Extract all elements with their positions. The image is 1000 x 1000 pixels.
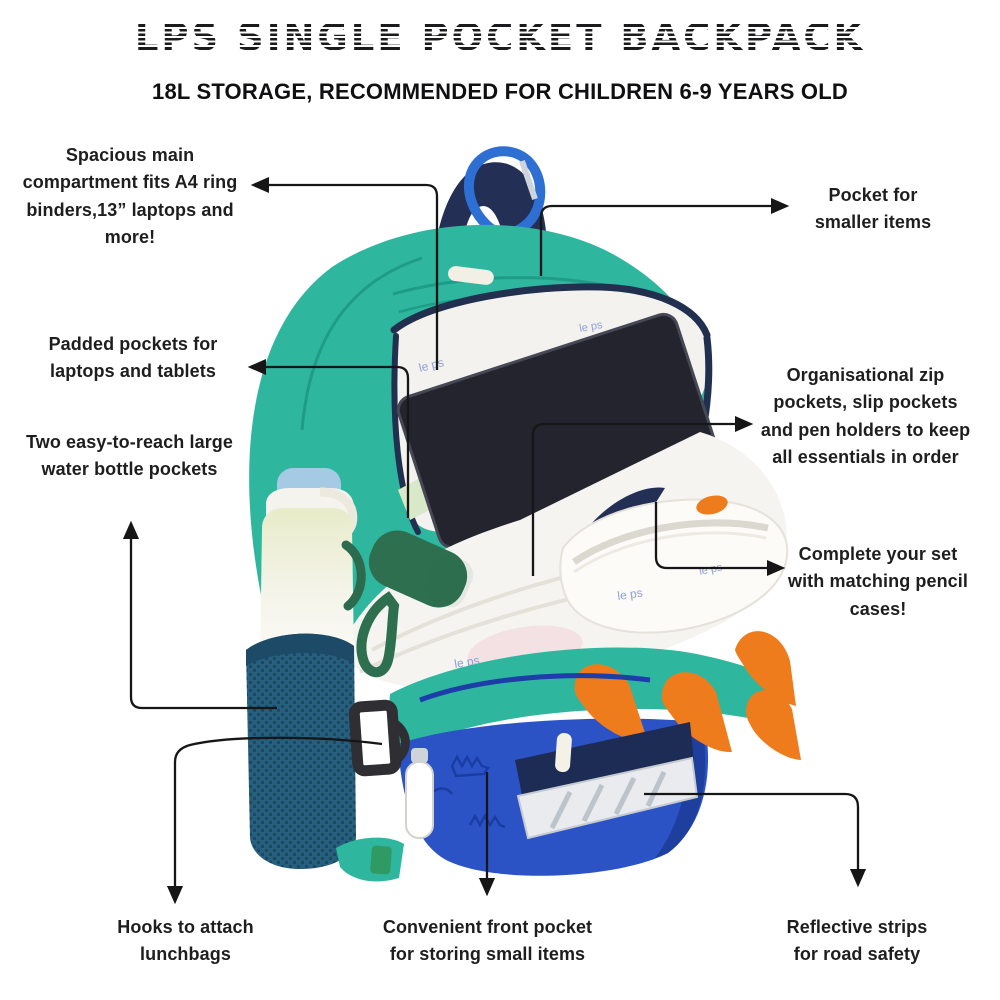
callout-small-pocket: Pocket for smaller items xyxy=(814,185,932,233)
bottle-strap xyxy=(341,540,366,611)
dino-spikes xyxy=(574,631,801,760)
dome-seam xyxy=(300,256,423,431)
callout-hooks: Hooks to attach lunchbags xyxy=(117,917,254,965)
callout-arrows xyxy=(122,176,867,905)
water-bottle-pocket xyxy=(246,468,366,869)
top-zip-keeper xyxy=(448,266,494,285)
callout-main-compartment: Spacious main compartment fits A4 ring b… xyxy=(22,145,238,248)
page-title: LPS SINGLE POCKET BACKPACK xyxy=(0,16,1000,59)
white-toggle xyxy=(555,733,572,773)
green-tab xyxy=(370,845,392,875)
arrow-main-compartment xyxy=(250,176,439,370)
spike xyxy=(661,672,732,753)
bottle-body xyxy=(260,508,354,660)
carabiner-gate xyxy=(519,160,538,200)
arrow-reflective xyxy=(644,792,867,888)
lining-print: le ps xyxy=(698,561,724,578)
spike xyxy=(746,690,801,760)
callout-organisation: Organisational zip pockets, slip pockets… xyxy=(760,365,971,468)
mesh-texture xyxy=(246,633,356,869)
lunchbag-hook xyxy=(348,699,410,777)
callout-reflective: Reflective strips for road safety xyxy=(786,917,928,965)
callout-pencil-case: Complete your set with matching pencil c… xyxy=(787,544,968,619)
lining-print: le ps xyxy=(578,319,603,335)
lining-print: le ps xyxy=(616,586,643,603)
page-subtitle: 18L STORAGE, RECOMMENDED FOR CHILDREN 6-… xyxy=(152,79,848,104)
green-pouch xyxy=(356,530,474,678)
zip-slider xyxy=(411,748,428,763)
spike xyxy=(574,664,648,743)
callout-front-pocket: Convenient front pocket for storing smal… xyxy=(382,917,593,965)
spike xyxy=(735,631,796,706)
arrow-water-bottles xyxy=(122,520,277,710)
callout-water-bottles: Two easy-to-reach large water bottle poc… xyxy=(25,432,234,480)
arrow-organisation xyxy=(531,415,754,576)
arrow-hooks xyxy=(166,736,383,905)
pencil-case: le ps le ps xyxy=(559,487,789,634)
backpack: le ps le ps le ps le ps xyxy=(246,146,801,882)
mesh-hem xyxy=(246,633,354,666)
arrow-small-pocket xyxy=(539,197,790,276)
front-zipper-track xyxy=(419,673,651,703)
white-zipper-pull xyxy=(405,761,434,839)
reflective-strip xyxy=(516,756,699,840)
arrow-padded-pockets xyxy=(247,358,410,518)
bag-bottom-corner xyxy=(336,837,404,882)
arrow-pencil-case xyxy=(654,502,786,577)
lining-print: le ps xyxy=(417,355,445,375)
callout-padded-pockets: Padded pockets for laptops and tablets xyxy=(48,334,218,382)
front-webbing xyxy=(515,722,694,800)
